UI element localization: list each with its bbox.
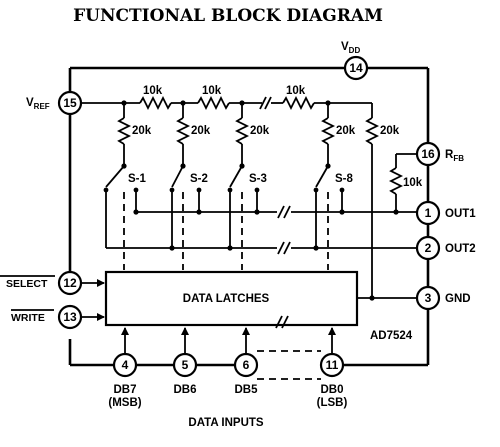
resistor-label-20k-3: 20k: [250, 125, 270, 137]
pin-15-number: 15: [63, 96, 77, 110]
resistor-label-20k-2: 20k: [191, 125, 211, 137]
vdd-label: VDD: [341, 41, 360, 55]
resistor-label-10k-1: 10k: [143, 85, 163, 97]
pin-6-number: 6: [243, 358, 250, 372]
pin-1-number: 1: [425, 206, 432, 220]
pin-12-number: 12: [63, 276, 77, 290]
pin-5-db6: [172, 352, 198, 378]
pin-2-out2: [415, 235, 441, 261]
pin-2-number: 2: [425, 241, 432, 255]
out2-bus: [106, 241, 417, 255]
resistor-label-20k-4: 20k: [336, 125, 356, 137]
switch-label-s2: S-2: [190, 173, 208, 185]
switch-label-s8: S-8: [335, 173, 354, 185]
db5-label: DB5: [234, 384, 258, 396]
db7-msb-label: (MSB): [108, 397, 141, 409]
write-label: WRITE: [11, 312, 45, 324]
gnd-label: GND: [445, 293, 471, 305]
db6-label: DB6: [173, 384, 196, 396]
pin-3-number: 3: [425, 291, 432, 305]
vref-label: VREF: [26, 97, 50, 111]
data-latches-block: [104, 270, 359, 327]
out2-label: OUT2: [445, 243, 476, 255]
pin-1-out1: [415, 200, 441, 226]
out1-label: OUT1: [445, 208, 476, 220]
resistor-label-20k-1: 20k: [132, 125, 152, 137]
db0-label: DB0: [320, 384, 343, 396]
switches: [103, 163, 345, 248]
pin-6-db5: [233, 352, 259, 378]
resistor-label-10k-2: 10k: [202, 85, 222, 97]
switch-label-s3: S-3: [249, 173, 267, 185]
pin-16-rfb: [415, 141, 441, 167]
db7-label: DB7: [113, 384, 136, 396]
pin-11-db0: [319, 352, 345, 378]
data-inputs-label: DATA INPUTS: [188, 417, 264, 429]
switch-label-s1: S-1: [128, 173, 147, 185]
resistor-label-20k-5: 20k: [380, 125, 400, 137]
pin-4-db7: [112, 352, 138, 378]
pin-16-number: 16: [421, 147, 435, 161]
resistor-label-rfb: 10k: [403, 177, 423, 189]
data-latches-label: DATA LATCHES: [183, 293, 270, 305]
chip-name: AD7524: [370, 330, 413, 342]
feedback-resistor: [388, 153, 417, 212]
chip-select-label: SELECT: [6, 278, 48, 290]
resistor-label-10k-3: 10k: [286, 85, 306, 97]
db0-lsb-label: (LSB): [317, 397, 348, 409]
pin-4-number: 4: [122, 358, 129, 372]
pin-11-number: 11: [326, 358, 339, 372]
data-input-arrows: [121, 315, 336, 354]
pin-13-number: 13: [63, 310, 77, 324]
diagram-title: FUNCTIONAL BLOCK DIAGRAM: [73, 6, 383, 26]
latch-control-lines: [123, 192, 329, 270]
pin-14-vdd: [343, 55, 369, 81]
r2r-ladder: [81, 95, 380, 297]
pin-14-number: 14: [349, 61, 363, 75]
pin-5-number: 5: [182, 358, 189, 372]
rfb-label: RFB: [445, 149, 464, 163]
package-outline: [68, 66, 430, 367]
out1-bus: [133, 205, 417, 219]
